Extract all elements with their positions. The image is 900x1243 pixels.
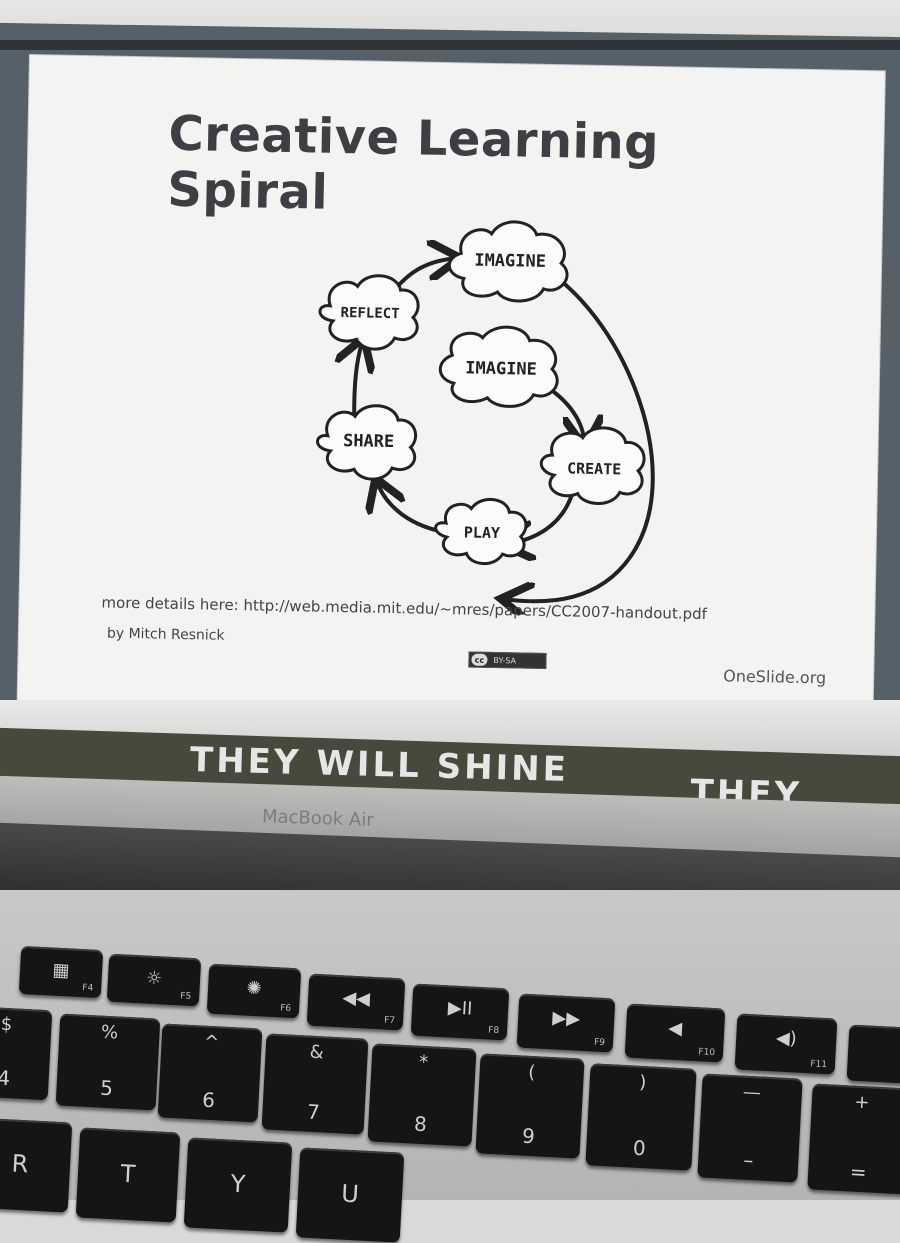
key-y[interactable]: Y: [183, 1137, 293, 1233]
creative-learning-spiral-diagram: IMAGINE REFLECT IMAGINE SHARE CREATE PLA…: [316, 220, 655, 618]
key-f6[interactable]: ✺ F6: [206, 963, 302, 1019]
cloud-reflect: REFLECT: [318, 274, 420, 351]
label-imagine-outer: IMAGINE: [474, 251, 546, 272]
key-t[interactable]: T: [75, 1127, 181, 1223]
presentation-slide: Creative Learning Spiral IMAGINE REFLECT: [17, 55, 885, 722]
volume-down-icon: ◀): [775, 1027, 798, 1050]
cloud-create: CREATE: [539, 426, 646, 505]
play-pause-icon: ▶II: [447, 997, 473, 1020]
label-create: CREATE: [567, 459, 622, 478]
mute-icon: ◀: [667, 1017, 683, 1040]
license-badge: cc BY-SA: [468, 651, 547, 670]
cloud-play: PLAY: [434, 498, 528, 566]
author-credit: by Mitch Resnick: [106, 625, 225, 644]
keyboard-brightness-up-icon: ✺: [246, 977, 263, 1000]
key-f12-partial[interactable]: [846, 1024, 900, 1084]
label-reflect: REFLECT: [340, 305, 399, 322]
key-f5[interactable]: ☼ F5: [106, 953, 202, 1007]
key-f4[interactable]: ▦ F4: [18, 945, 104, 999]
cc-icon: cc: [471, 653, 488, 666]
key-f7[interactable]: ◀◀ F7: [306, 973, 406, 1031]
key-7[interactable]: & 7: [261, 1033, 369, 1135]
screen-top-bezel: [0, 40, 900, 50]
key-8[interactable]: * 8: [367, 1043, 477, 1147]
cloud-imagine-inner: IMAGINE: [438, 325, 559, 408]
key-4[interactable]: $ 4: [0, 1005, 53, 1101]
fast-forward-icon: ▶▶: [551, 1007, 581, 1030]
license-text: BY-SA: [493, 655, 517, 665]
key-f10[interactable]: ◀ F10: [624, 1003, 726, 1063]
launchpad-icon: ▦: [52, 959, 71, 982]
site-credit: OneSlide.org: [723, 666, 827, 688]
spiral-outer-arrow: [505, 257, 655, 603]
brand-label: MacBook Air: [261, 806, 375, 831]
key-minus[interactable]: — –: [697, 1073, 803, 1183]
key-f8[interactable]: ▶II F8: [410, 983, 510, 1041]
key-6[interactable]: ^ 6: [157, 1023, 263, 1123]
label-imagine-inner: IMAGINE: [465, 358, 537, 379]
key-equals[interactable]: + =: [807, 1083, 900, 1195]
label-share: SHARE: [343, 431, 395, 452]
key-u[interactable]: U: [295, 1147, 405, 1243]
key-f11[interactable]: ◀) F11: [734, 1013, 838, 1075]
keyboard-brightness-down-icon: ☼: [145, 967, 163, 990]
key-9[interactable]: ( 9: [475, 1053, 585, 1159]
key-f9[interactable]: ▶▶ F9: [516, 993, 616, 1053]
key-r[interactable]: R: [0, 1117, 73, 1213]
cloud-imagine-outer: IMAGINE: [447, 220, 569, 303]
key-5[interactable]: % 5: [55, 1013, 161, 1111]
rewind-icon: ◀◀: [341, 987, 371, 1010]
cloud-share: SHARE: [316, 404, 418, 481]
label-play: PLAY: [464, 523, 500, 542]
key-0[interactable]: ) 0: [585, 1063, 697, 1171]
